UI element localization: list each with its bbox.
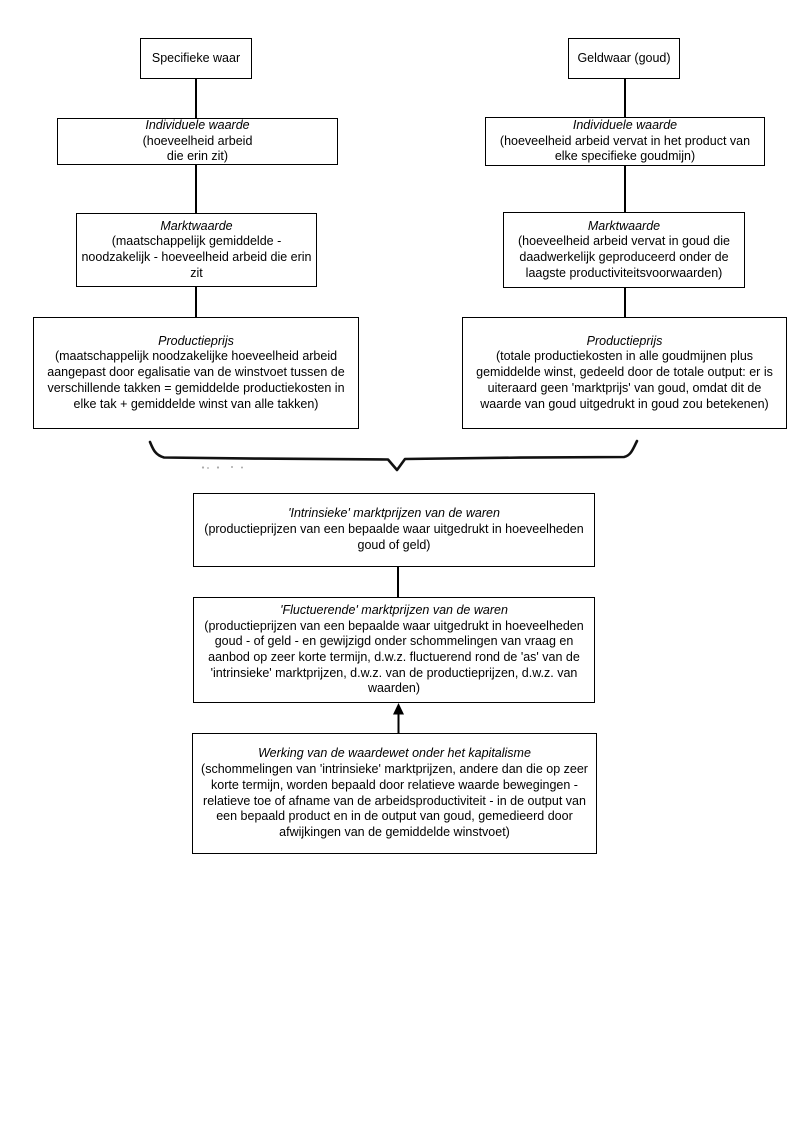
box-body: (maatschappelijk noodzakelijke hoeveelhe… [47, 349, 345, 411]
box-title: 'Fluctuerende' marktprijzen van de waren [280, 602, 508, 617]
connector-line [195, 79, 197, 118]
box-body: (totale productiekosten in alle goudmijn… [476, 349, 773, 411]
box-title: 'Intrinsieke' marktprijzen van de waren [288, 506, 500, 521]
box-title: Productieprijs [586, 333, 663, 348]
box-specifieke-waar-label: Specifieke waar [151, 50, 241, 65]
connector-line [397, 567, 399, 597]
box-marktwaarde-links: Marktwaarde (maatschappelijk gemiddelde … [76, 213, 317, 287]
connector-line [624, 79, 626, 117]
box-body: (productieprijzen van een bepaalde waar … [204, 618, 584, 696]
curly-brace [140, 436, 645, 478]
box-geldwaar-label: Geldwaar (goud) [577, 50, 671, 65]
box-marktwaarde-rechts: Marktwaarde (hoeveelheid arbeid vervat i… [503, 212, 745, 288]
connector-line [624, 288, 626, 317]
connector-line [195, 165, 197, 213]
box-title: Werking van de waardewet onder het kapit… [258, 746, 531, 761]
box-body: (hoeveelheid arbeid vervat in goud die d… [518, 234, 730, 280]
box-body: (schommelingen van 'intrinsieke' marktpr… [201, 762, 588, 839]
box-productieprijs-links: Productieprijs (maatschappelijk noodzake… [33, 317, 359, 429]
box-specifieke-waar: Specifieke waar [140, 38, 252, 79]
box-title: Productieprijs [158, 333, 234, 348]
arrow-up-icon [390, 702, 408, 734]
box-title: Individuele waarde [145, 117, 250, 132]
box-title: Marktwaarde [160, 218, 233, 233]
box-body: (hoeveelheid arbeid vervat in het produc… [499, 133, 751, 164]
connector-line [195, 287, 197, 317]
box-body: (hoeveelheid arbeid die erin zit) [142, 133, 253, 164]
box-title: Marktwaarde [587, 218, 661, 233]
box-productieprijs-rechts: Productieprijs (totale productiekosten i… [462, 317, 787, 429]
box-fluctuerende-marktprijzen: 'Fluctuerende' marktprijzen van de waren… [193, 597, 595, 703]
box-individuele-waarde-rechts: Individuele waarde (hoeveelheid arbeid v… [485, 117, 765, 166]
connector-line [624, 166, 626, 212]
scan-dot-artifacts [201, 466, 243, 469]
box-intrinsieke-marktprijzen: 'Intrinsieke' marktprijzen van de waren … [193, 493, 595, 567]
box-geldwaar: Geldwaar (goud) [568, 38, 680, 79]
box-werking-waardewet: Werking van de waardewet onder het kapit… [192, 733, 597, 854]
box-title: Individuele waarde [572, 117, 678, 132]
box-individuele-waarde-links: Individuele waarde (hoeveelheid arbeid d… [57, 118, 338, 165]
box-body: (maatschappelijk gemiddelde - noodzakeli… [81, 234, 312, 280]
box-body: (productieprijzen van een bepaalde waar … [204, 522, 584, 552]
